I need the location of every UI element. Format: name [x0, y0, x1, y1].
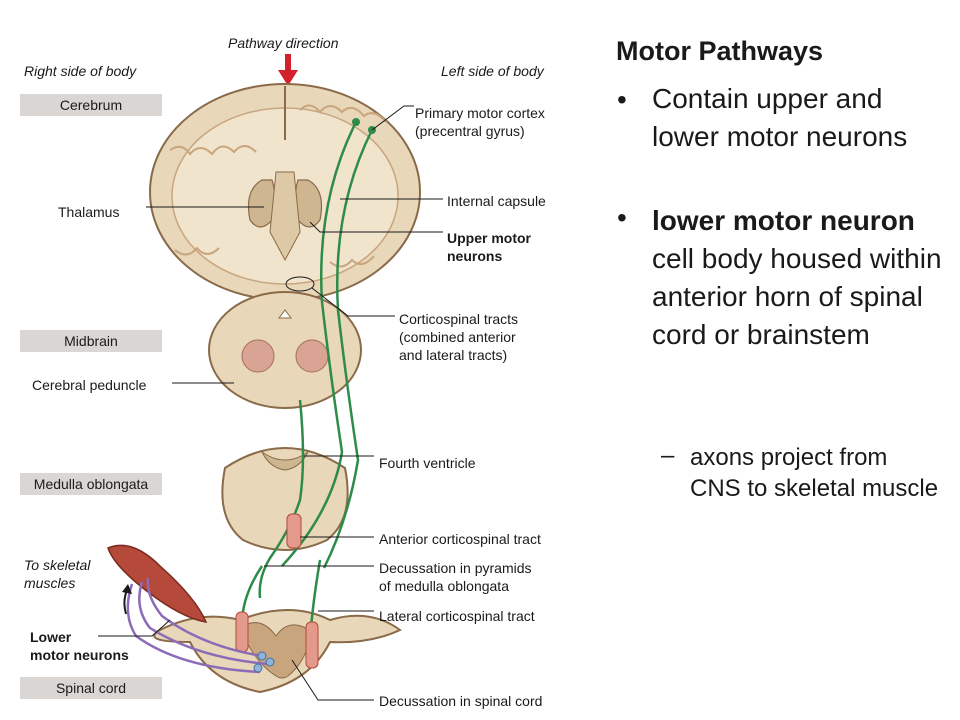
lower-neuron-cell-body-2	[265, 657, 275, 667]
thalamus-label: Thalamus	[58, 204, 120, 220]
anterior-corticospinal-tract-label: Anterior corticospinal tract	[379, 531, 541, 547]
lateral-tract-marker-left	[235, 611, 249, 653]
lateral-tract-marker-right	[305, 621, 319, 669]
pathway-direction-arrow	[278, 54, 298, 86]
region-tag-medulla: Medulla oblongata	[20, 473, 162, 495]
bullet-2: lower motor neuron cell body housed with…	[652, 202, 952, 354]
spinal-cord-section	[153, 609, 402, 694]
decussation-spinal-cord-label: Decussation in spinal cord	[379, 693, 543, 709]
lower-motor-neurons-label: Lower motor neurons	[30, 629, 129, 663]
lower-neuron-cell-body-3	[253, 663, 263, 673]
leader-lines	[98, 105, 443, 701]
fourth-ventricle-label: Fourth ventricle	[379, 455, 476, 471]
lower-neuron-cell-body-1	[257, 651, 267, 661]
direction-arrow-up	[122, 584, 132, 615]
internal-capsule-label: Internal capsule	[447, 193, 546, 209]
sub-bullet: axons project from CNS to skeletal muscl…	[690, 444, 939, 502]
bullet-marker-2: •	[617, 202, 627, 233]
right-side-label: Right side of body	[24, 63, 137, 79]
to-skeletal-muscles-label: To skeletal muscles	[24, 557, 91, 591]
primary-motor-cortex-label: Primary motor cortex (precentral gyrus)	[415, 105, 545, 139]
medulla-section	[221, 447, 349, 551]
lower-motor-neuron-axons	[126, 577, 269, 674]
lateral-corticospinal-tract-label: Lateral corticospinal tract	[379, 608, 535, 624]
motor-pathway-illustration	[98, 54, 443, 701]
decussation-pyramids-label: Decussation in pyramids of medulla oblon…	[379, 560, 532, 594]
upper-motor-neurons-label: Upper motor neurons	[447, 230, 531, 264]
sub-bullet-dash: –	[661, 442, 675, 469]
region-tag-midbrain: Midbrain	[20, 330, 162, 352]
left-side-label: Left side of body	[441, 63, 544, 79]
bullet-2-rest: cell body housed within anterior horn of…	[652, 243, 942, 350]
cerebral-peduncle-label: Cerebral peduncle	[32, 377, 147, 393]
skeletal-muscle	[107, 544, 208, 623]
region-tag-cerebrum: Cerebrum	[20, 94, 162, 116]
pathway-direction-label: Pathway direction	[228, 35, 339, 51]
motor-cortex-cell-body-1	[352, 118, 360, 126]
region-tag-spinal-cord: Spinal cord	[20, 677, 162, 699]
cerebrum-section	[149, 83, 421, 301]
corticospinal-tracts-label: Corticospinal tracts (combined anterior …	[399, 311, 519, 363]
bullet-2-emphasis: lower motor neuron	[652, 205, 915, 236]
slide-title: Motor Pathways	[616, 36, 824, 66]
bullet-1: Contain upper and lower motor neurons	[652, 83, 908, 152]
anterior-tract-marker	[286, 513, 302, 549]
bullet-marker-1: •	[617, 84, 627, 115]
